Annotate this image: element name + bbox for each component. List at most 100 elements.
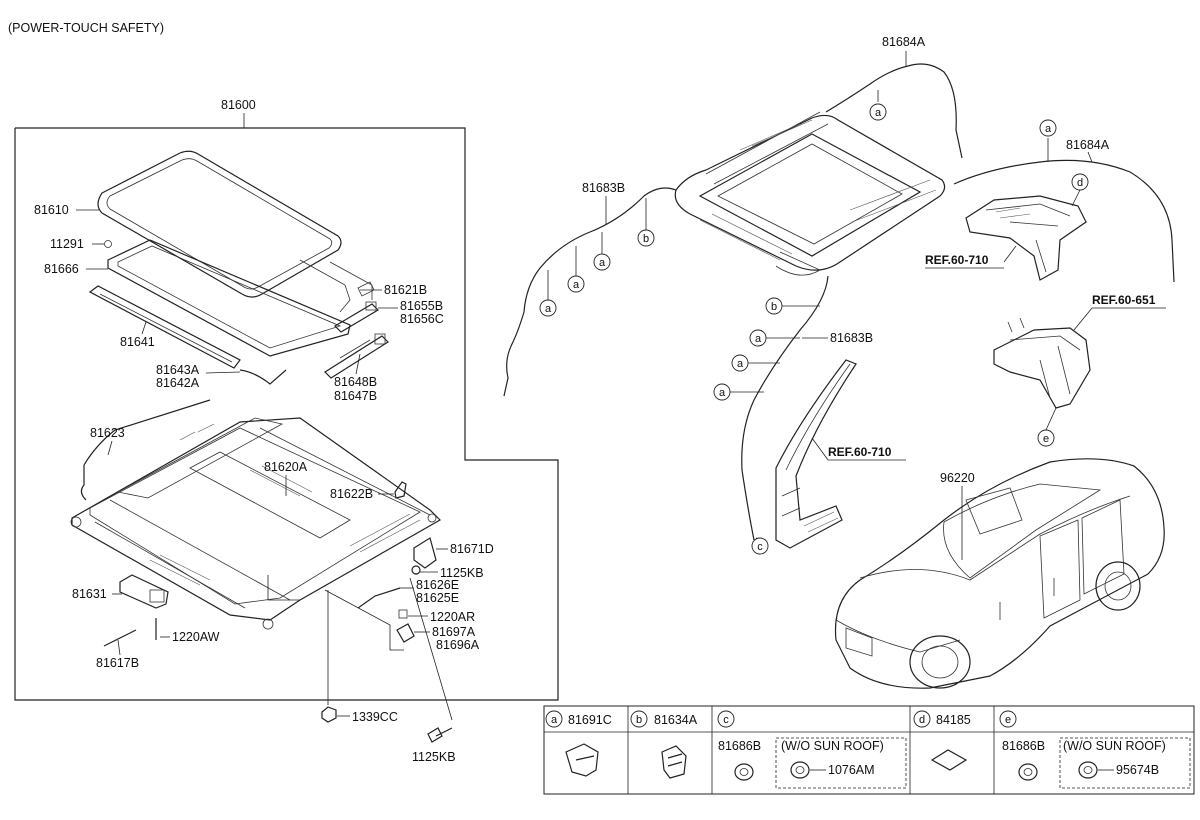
callout-a-mid-3: a: [713, 383, 764, 401]
pad-d-icon: [930, 749, 968, 771]
grommet-e-icon: [1018, 763, 1038, 781]
legend-cell-d: d 84185: [913, 710, 971, 771]
header-note: (POWER-TOUCH SAFETY): [8, 21, 164, 35]
callout-b-mid: b: [765, 297, 820, 315]
label-bracket-c: 81671D: [450, 542, 494, 556]
label-guide-a: 81655B: [400, 299, 443, 313]
bolt-bottom-drawing: [409, 577, 453, 743]
pillar-bracket-drawing: [965, 195, 1087, 281]
motor-drawing: [119, 574, 169, 609]
svg-text:c: c: [723, 714, 729, 726]
svg-text:a: a: [737, 358, 744, 370]
ref-lower: REF.60-710: [828, 445, 892, 459]
label-hose-mid: 81683B: [830, 331, 873, 345]
label-hose-right: 81684A: [1066, 138, 1110, 152]
svg-text:a: a: [755, 333, 762, 345]
label-deflector: 81641: [120, 335, 155, 349]
weatherstrip-drawing: [107, 239, 373, 357]
legend-table: [543, 705, 1195, 795]
label-screw-b: 1220AR: [430, 610, 475, 624]
pin-drawing: [103, 629, 137, 647]
ref-upper: REF.60-710: [925, 253, 989, 267]
svg-text:e: e: [1043, 433, 1049, 445]
svg-text:a: a: [875, 107, 882, 119]
nut-drawing: [321, 706, 337, 723]
legend-alt-label-c: (W/O SUN ROOF): [781, 739, 884, 753]
label-bolt-bottom: 1125KB: [412, 750, 456, 764]
bracket-drawing: [239, 369, 287, 385]
cable-drawing: [357, 587, 401, 609]
svg-text:b: b: [643, 233, 649, 245]
legend-part-c: 81686B: [718, 739, 761, 753]
label-holder-a: 81697A: [432, 625, 476, 639]
label-glass: 81610: [34, 203, 69, 217]
bracket-c-drawing: [413, 537, 437, 569]
callout-a-left-1: a: [593, 232, 611, 271]
legend-part-b: 81634A: [654, 713, 698, 727]
callout-b-left: b: [637, 198, 655, 247]
svg-text:d: d: [1077, 177, 1083, 189]
label-screw: 1220AW: [172, 630, 220, 644]
svg-text:a: a: [599, 257, 606, 269]
label-rail-a: 81648B: [334, 375, 377, 389]
legend-alt-part-c: 1076AM: [828, 763, 875, 777]
grommet-c-icon: [734, 763, 754, 781]
label-frame: 81620A: [264, 460, 308, 474]
callout-a-right: a: [1039, 119, 1057, 162]
label-motor: 81631: [72, 587, 107, 601]
label-drain-hose-front: 81623: [90, 426, 125, 440]
svg-text:b: b: [636, 714, 642, 726]
legend-cell-b: b 81634A: [630, 710, 698, 779]
callout-e: e: [1037, 407, 1057, 447]
stopper-drawing: [394, 481, 407, 499]
clip-b-icon: [661, 745, 687, 779]
assembly-number: 81600: [221, 98, 256, 112]
rear-pillar-drawing: [993, 317, 1091, 409]
roof-panel-drawing: [674, 111, 946, 276]
holder-drawing: [396, 609, 415, 643]
sunroof-frame-drawing: [70, 399, 441, 651]
hose-top-drawing: [825, 63, 963, 159]
label-cable-b: 81625E: [416, 591, 459, 605]
rail-drawing: [324, 333, 389, 379]
hose-mid-drawing: [741, 275, 829, 541]
label-cable-a: 81626E: [416, 578, 459, 592]
legend-alt-label-e: (W/O SUN ROOF): [1063, 739, 1166, 753]
ref-right: REF.60-651: [1092, 293, 1156, 307]
svg-text:e: e: [1005, 714, 1011, 726]
legend-part-a: 81691C: [568, 713, 612, 727]
callout-a-left-3: a: [539, 270, 557, 317]
callout-c: c: [751, 537, 769, 555]
svg-text:a: a: [1045, 123, 1052, 135]
legend-alt-part-e: 95674B: [1116, 763, 1159, 777]
label-bracket-b: 81642A: [156, 376, 200, 390]
a-pillar-drawing: [775, 359, 857, 549]
svg-text:a: a: [573, 279, 580, 291]
label-nut: 1339CC: [352, 710, 398, 724]
legend-part-d: 84185: [936, 713, 971, 727]
assembly-boundary: [14, 127, 559, 701]
legend-part-e: 81686B: [1002, 739, 1045, 753]
hose-right-drawing: [953, 159, 1175, 283]
sunroof-glass-drawing: [97, 150, 342, 298]
plug-e-icon: [1078, 761, 1098, 779]
label-bracket-a: 81643A: [156, 363, 200, 377]
legend-cell-a: a 81691C: [545, 710, 612, 777]
svg-text:d: d: [919, 714, 925, 726]
svg-text:a: a: [719, 387, 726, 399]
clip-a-icon: [565, 743, 599, 777]
guide-drawing: [334, 281, 379, 333]
deflector-drawing: [88, 285, 241, 369]
label-stopper: 81622B: [330, 487, 373, 501]
callout-d: d: [1071, 173, 1089, 207]
bolt-top-drawing: [411, 565, 421, 575]
legend-cell-e: e 81686B (W/O SUN ROOF) 95674B: [999, 710, 1191, 789]
svg-text:b: b: [771, 301, 777, 313]
hose-left-drawing: [503, 187, 677, 397]
label-weatherstrip: 81666: [44, 262, 79, 276]
label-car: 96220: [940, 471, 975, 485]
label-pin: 81617B: [96, 656, 139, 670]
callout-a-top: a: [869, 90, 887, 121]
plug-c-icon: [790, 761, 810, 779]
